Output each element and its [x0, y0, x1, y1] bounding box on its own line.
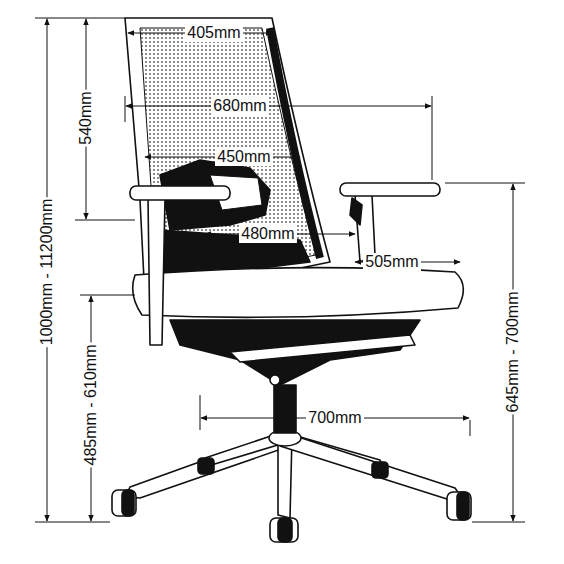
gas-cylinder: [274, 385, 296, 433]
dimension-label: 700mm: [306, 409, 363, 427]
caster-wheels: [112, 458, 471, 542]
dimension-label: 645mm - 700mm: [504, 290, 522, 415]
dimension-label: 480mm: [239, 225, 296, 243]
dimension-label: 505mm: [363, 253, 420, 271]
dimension-label: 450mm: [215, 148, 272, 166]
chair-base: [125, 430, 462, 518]
seat-cushion: [133, 268, 464, 318]
armrests: [130, 183, 440, 345]
seat-mechanism: [170, 320, 420, 385]
dimension-label: 405mm: [185, 24, 242, 42]
dimension-label: 540mm: [77, 89, 95, 146]
dimension-label: 680mm: [211, 97, 268, 115]
dimension-label: 1000mm - 11200mm: [38, 197, 56, 347]
dimension-lines: [35, 18, 525, 522]
dimension-label: 485mm - 610mm: [82, 343, 100, 468]
